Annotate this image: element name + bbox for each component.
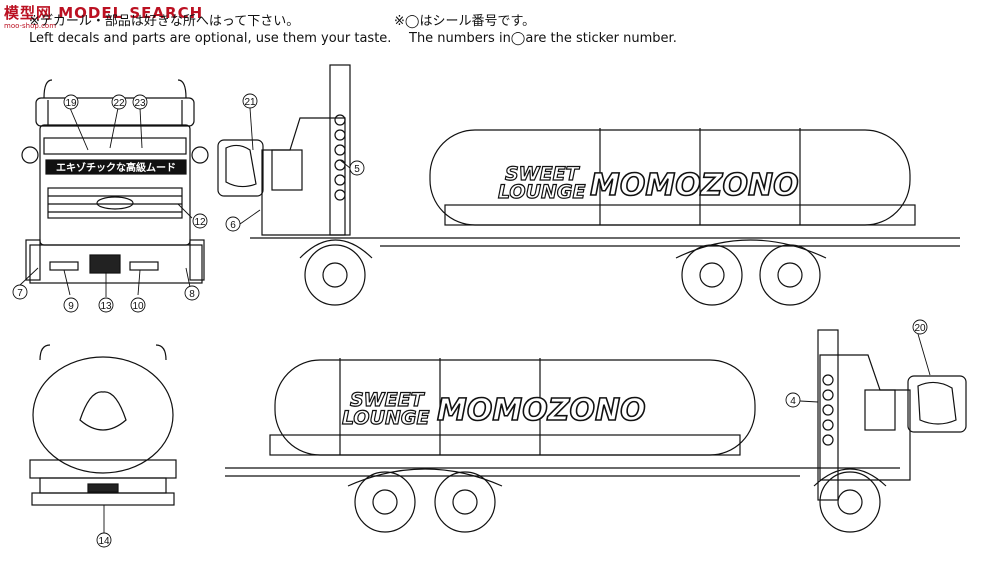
tank-logo-main-upper: MOMOZONO [590, 168, 799, 203]
front-view: エキゾチックな高級ムード [21, 79, 209, 284]
callout-23: 23 [134, 98, 146, 109]
tank-logo-sweet-lower: SWEET [350, 389, 426, 411]
callout-13: 13 [100, 301, 112, 312]
note-left-jp: ※デカール・部品は好きな所へはって下さい。 [29, 14, 300, 29]
note-right-jp: ※◯はシール番号です。 [394, 14, 536, 29]
rear-view [29, 344, 177, 506]
visor-banner-text: エキゾチックな高級ムード [56, 161, 176, 174]
watermark-logo: 模型网 MODEL SEARCH [4, 4, 204, 22]
note-left-en: Left decals and parts are optional, use … [29, 31, 392, 46]
tank-logo-lounge-lower: LOUNGE [342, 407, 430, 429]
callout-7: 7 [17, 288, 23, 299]
callout-19: 19 [65, 98, 77, 109]
callout-4: 4 [790, 396, 796, 407]
watermark-url: moo-shop.com [4, 22, 57, 30]
callout-6: 6 [230, 220, 236, 231]
note-right-en: The numbers in◯are the sticker number. [409, 31, 677, 46]
side-view-upper [217, 64, 960, 306]
callout-12: 12 [194, 217, 206, 228]
tank-logo-lounge-upper: LOUNGE [498, 181, 586, 203]
callout-9: 9 [68, 301, 74, 312]
callout-5: 5 [354, 164, 360, 175]
callout-8: 8 [189, 289, 195, 300]
callout-14: 14 [98, 536, 110, 547]
callout-20: 20 [914, 323, 926, 334]
callout-21: 21 [244, 97, 256, 108]
tank-logo-main-lower: MOMOZONO [437, 393, 646, 428]
callouts [12, 93, 931, 548]
tank-logo-sweet-upper: SWEET [505, 163, 581, 185]
callout-10: 10 [132, 301, 144, 312]
callout-22: 22 [113, 98, 125, 109]
side-view-lower [225, 329, 967, 533]
